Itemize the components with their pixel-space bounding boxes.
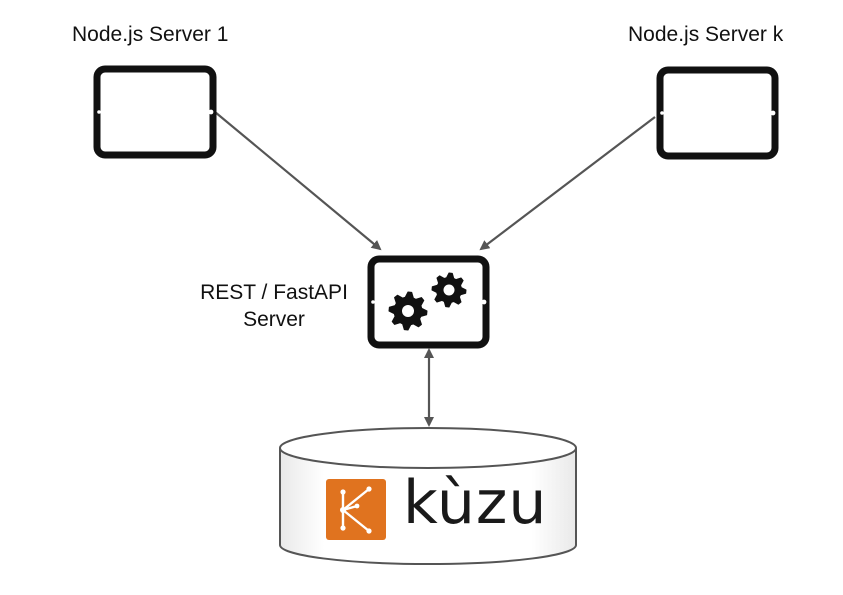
rest-server-label-line1: REST / FastAPI (200, 281, 348, 304)
gears-icon (388, 272, 467, 331)
small-gear-icon (431, 272, 467, 308)
server-1-label: Node.js Server 1 (72, 23, 229, 46)
edge-serverk-to-rest (479, 116, 656, 251)
rest-server-tablet-icon (367, 255, 490, 349)
kuzu-logo-mark-icon (326, 479, 386, 540)
rest-server-label-line2: Server (243, 308, 305, 331)
kuzu-logo-text: kùzu (403, 468, 548, 538)
server-k-tablet-icon (656, 66, 779, 160)
edge-server1-to-rest (214, 111, 382, 251)
large-gear-icon (388, 291, 428, 331)
rest-server-label: REST / FastAPI Server (188, 279, 360, 333)
server-k-label: Node.js Server k (628, 23, 784, 46)
server-1-tablet-icon (93, 65, 217, 159)
